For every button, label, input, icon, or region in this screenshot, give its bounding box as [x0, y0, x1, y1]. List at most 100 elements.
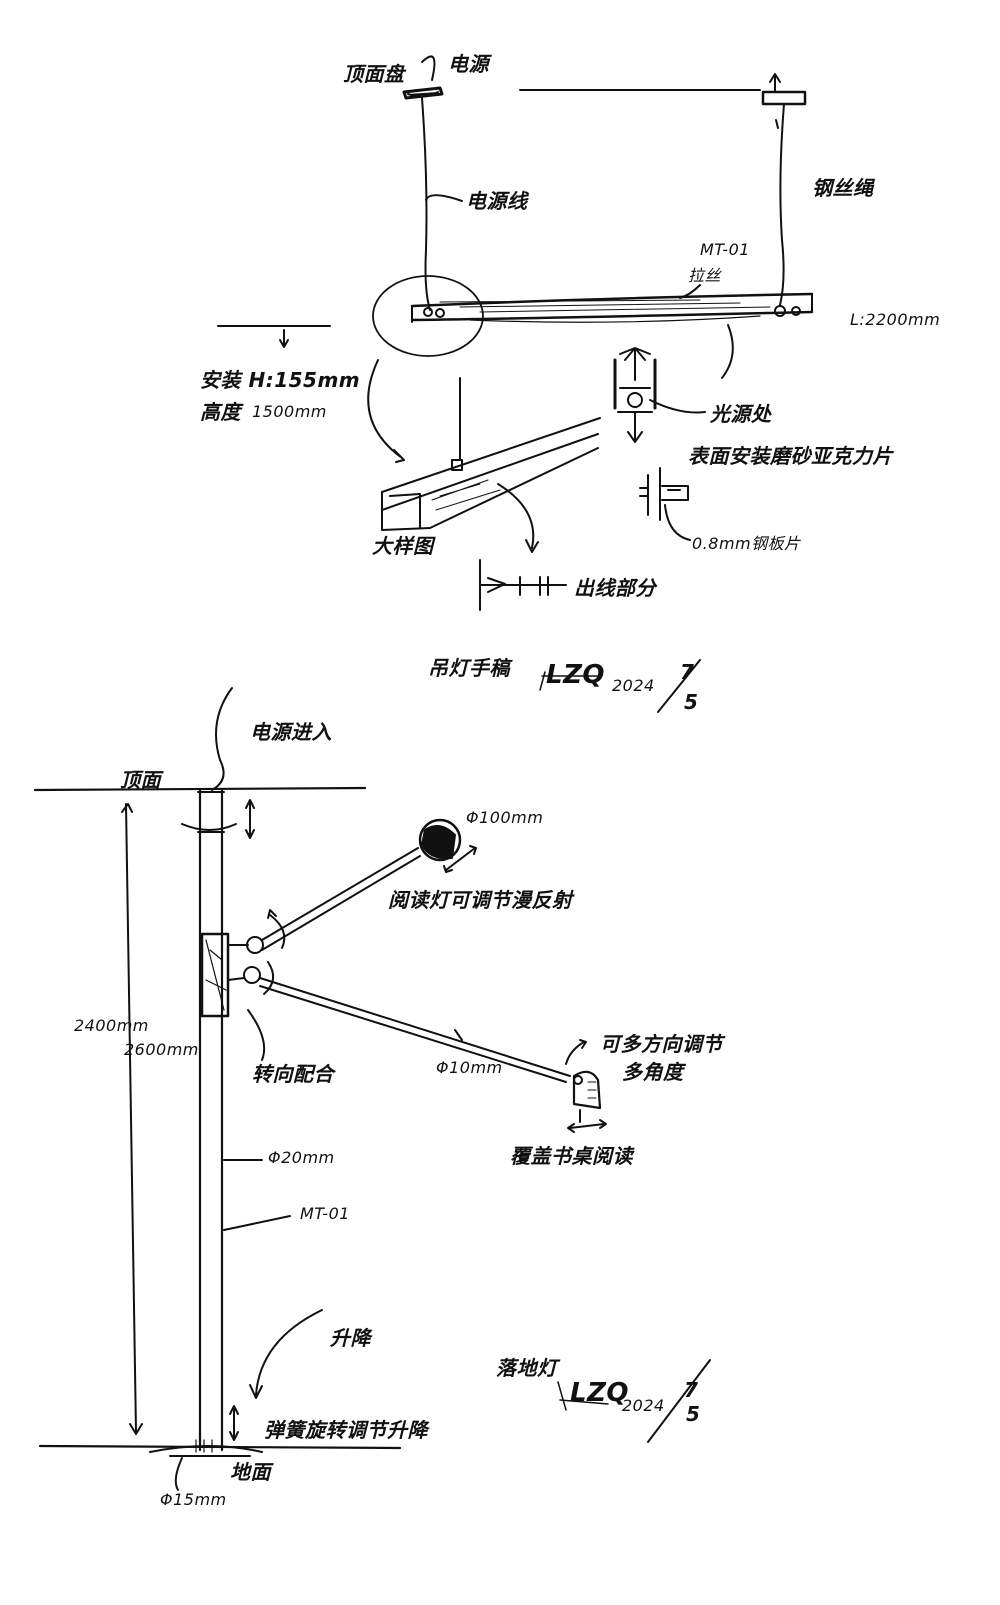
label-floor-lamp-title: 落地灯	[496, 1356, 558, 1380]
mt01-callout	[223, 1215, 291, 1231]
label-power-cord: 电源线	[466, 189, 528, 213]
wire-tick	[775, 119, 779, 129]
floor-date-slash	[647, 1359, 711, 1443]
steel-plate-callout	[664, 504, 691, 541]
upper-arm	[261, 847, 421, 951]
pendant-drawing	[217, 55, 814, 713]
detail-callout-outlet	[497, 483, 539, 553]
joint-block	[200, 932, 230, 1018]
bar-underside	[469, 315, 761, 323]
round-head-rotate	[443, 845, 477, 873]
label-dia100: Φ100mm	[466, 808, 544, 827]
label-rotating-joint: 转向配合	[252, 1062, 334, 1086]
section-circle	[627, 392, 643, 408]
upper-rotate-arrow	[267, 909, 286, 949]
detail-clip	[451, 459, 463, 471]
lower-arm-tick	[454, 1029, 463, 1041]
label-pendant-month: 7	[680, 660, 695, 684]
height-marker	[217, 325, 331, 348]
label-floor-signature: LZQ	[570, 1378, 630, 1408]
lower-rotate-arrow	[263, 961, 275, 995]
label-outlet-part: 出线部分	[574, 576, 656, 600]
steel-plate-ticks	[639, 487, 649, 497]
joint-hatch	[205, 939, 227, 1011]
bar-hatching	[439, 299, 771, 313]
label-height-2400: 2400mm	[74, 1016, 149, 1035]
label-pendant-title: 吊灯手稿	[428, 656, 510, 680]
label-rise-fall: 升降	[330, 1326, 371, 1350]
label-pendant-year: 2024	[612, 676, 655, 695]
bar-screw-1	[423, 307, 433, 317]
label-pendant-signature: LZQ	[546, 660, 606, 690]
label-spring-rotate: 弹簧旋转调节升降	[264, 1418, 428, 1442]
pendant-signature-mark	[539, 671, 601, 691]
label-height-2600: 2600mm	[124, 1040, 199, 1059]
callout-power-cord	[425, 194, 463, 202]
detail-bar	[381, 417, 601, 531]
ceiling-plate-right	[761, 90, 807, 106]
label-steel-wire: 钢丝绳	[812, 176, 874, 200]
label-dia15: Φ15mm	[160, 1490, 227, 1509]
label-pendant-day: 5	[684, 690, 699, 714]
bar-screw-2	[435, 308, 445, 318]
label-length: L:2200mm	[850, 310, 941, 329]
lower-arm	[259, 977, 571, 1083]
detail-end-cap	[389, 493, 421, 529]
label-height-value: 1500mm	[252, 402, 327, 421]
label-ceiling: 顶面	[120, 768, 161, 792]
label-surface-diffuser: 表面安装磨砂亚克力片	[688, 444, 893, 468]
label-floor-mt01: MT-01	[300, 1204, 350, 1223]
height-dimension	[121, 803, 143, 1435]
label-height: 高度	[200, 400, 241, 424]
label-dia20: Φ20mm	[268, 1148, 335, 1167]
label-dia10: Φ10mm	[436, 1058, 503, 1077]
label-pendant-mt01: MT-01	[700, 240, 750, 259]
label-multi-direction: 可多方向调节	[600, 1032, 723, 1056]
section-arrows-top	[619, 347, 651, 381]
steel-plate-drawing	[647, 467, 689, 521]
floor-base	[149, 1445, 263, 1457]
label-floor-year: 2024	[622, 1396, 665, 1415]
ceiling-plate-shade	[407, 91, 439, 98]
cone-head-vents	[587, 1081, 597, 1099]
bar-screw-3	[774, 305, 786, 317]
floor-lamp-drawing	[33, 687, 711, 1491]
label-reading-lamp: 阅读灯可调节漫反射	[388, 888, 573, 912]
label-floor: 地面	[230, 1460, 271, 1484]
label-ceiling-plate: 顶面盘	[343, 62, 405, 86]
pole-top-adjust	[245, 799, 255, 839]
steel-wire-line	[779, 103, 785, 306]
label-power-source: 电源	[448, 52, 489, 76]
lifting-curve	[249, 1309, 323, 1399]
cone-head	[572, 1070, 602, 1110]
label-install-height: 安装 H:155mm	[200, 368, 361, 392]
section-lines	[617, 387, 653, 443]
label-brushed: 拉丝	[688, 266, 722, 285]
cone-rotate-arrow	[565, 1039, 587, 1065]
up-arrow	[769, 73, 781, 93]
floor-signature-mark	[557, 1381, 609, 1411]
detail-arrow	[367, 359, 405, 463]
round-head-shade	[421, 825, 456, 860]
callout-power	[421, 55, 436, 81]
floor-callout	[174, 1457, 183, 1491]
cone-swing-arrow	[567, 1119, 607, 1133]
bar-top	[410, 292, 814, 308]
label-steel-plate: 0.8mm钢板片	[692, 534, 801, 553]
zoom-circle	[372, 275, 484, 357]
pendant-date-slash	[657, 659, 701, 713]
label-floor-month: 7	[684, 1378, 699, 1402]
power-cord-line	[421, 97, 431, 311]
pole	[198, 788, 224, 1452]
label-floor-day: 5	[686, 1402, 701, 1426]
label-multi-angle: 多角度	[622, 1060, 684, 1084]
lower-pivot	[243, 966, 261, 984]
upper-pivot	[246, 936, 264, 954]
round-head	[418, 818, 462, 862]
callout-mt01	[679, 284, 701, 299]
section-sides	[613, 358, 657, 410]
floor-base-ticks	[195, 1439, 213, 1453]
callout-light-source	[721, 324, 734, 379]
